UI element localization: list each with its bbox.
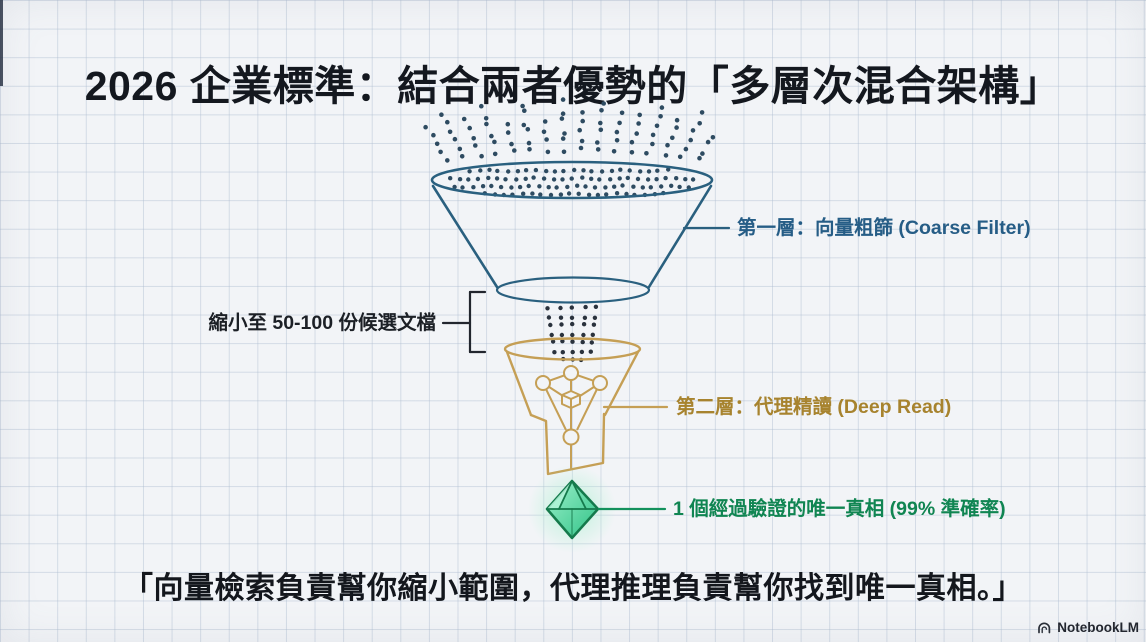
leader-lines <box>441 226 731 511</box>
knowledge-graph-icon <box>535 365 608 470</box>
reduction-bracket <box>441 290 487 354</box>
coarse-filter-funnel <box>430 160 714 304</box>
notebooklm-icon <box>1038 622 1051 634</box>
brand-name: NotebookLM <box>1057 620 1139 635</box>
truth-gem-icon <box>528 465 616 553</box>
page-title: 2026 企業標準：結合兩者優勢的「多層次混合架構」 <box>84 63 1062 109</box>
screen-edge-artifact <box>0 0 3 86</box>
quote-text: 「向量檢索負責幫你縮小範圍，代理推理負責幫你找到唯一真相。」 <box>123 572 1023 605</box>
layer2-label: 第二層：代理精讀 (Deep Read) <box>676 396 952 418</box>
input-dots <box>423 97 716 163</box>
layer1-label: 第一層：向量粗篩 (Coarse Filter) <box>737 217 1031 239</box>
reduction-label: 縮小至 50-100 份候選文檔 <box>208 312 436 334</box>
result-label: 1 個經過驗證的唯一真相 (99% 準確率) <box>673 498 1006 520</box>
vector-pool-dots <box>448 167 696 198</box>
candidate-dots <box>545 304 599 363</box>
brand-footer: NotebookLM <box>1037 620 1139 635</box>
